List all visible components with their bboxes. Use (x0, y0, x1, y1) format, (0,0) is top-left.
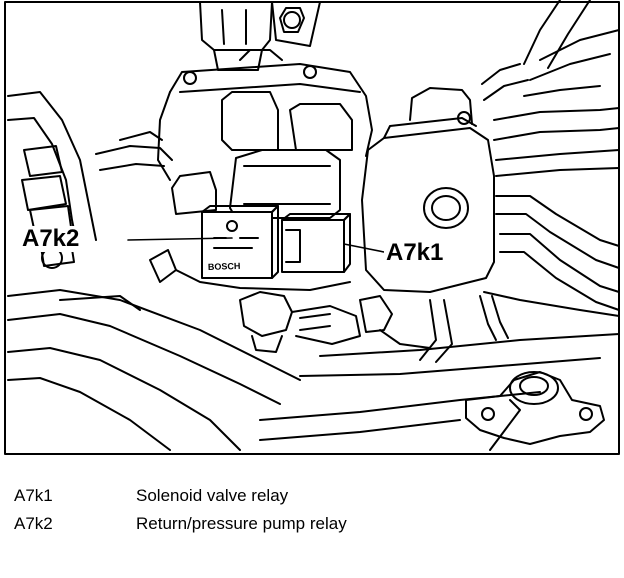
legend-code: A7k1 (14, 486, 53, 505)
relay-brand-text: BOSCH (208, 261, 241, 272)
top-bracket (199, 1, 321, 71)
callout-label-a7k1: A7k1 (384, 239, 446, 266)
leader-line-a7k1 (343, 243, 385, 253)
relay-block (149, 149, 351, 291)
bottom-right-fitting (465, 371, 605, 451)
legend-description: Return/pressure pump relay (136, 514, 347, 533)
left-hoses (7, 91, 301, 451)
legend-code: A7k2 (14, 514, 53, 533)
lower-valves (239, 291, 431, 353)
legend-row: A7k1 Solenoid valve relay (14, 486, 614, 508)
figure-frame (4, 1, 620, 455)
pump-housing (157, 49, 373, 181)
legend-row: A7k2 Return/pressure pump relay (14, 514, 614, 536)
accumulator (361, 63, 529, 293)
legend-description: Solenoid valve relay (136, 486, 289, 505)
callout-label-a7k2: A7k2 (20, 225, 82, 252)
leader-line-a7k2 (127, 237, 233, 241)
